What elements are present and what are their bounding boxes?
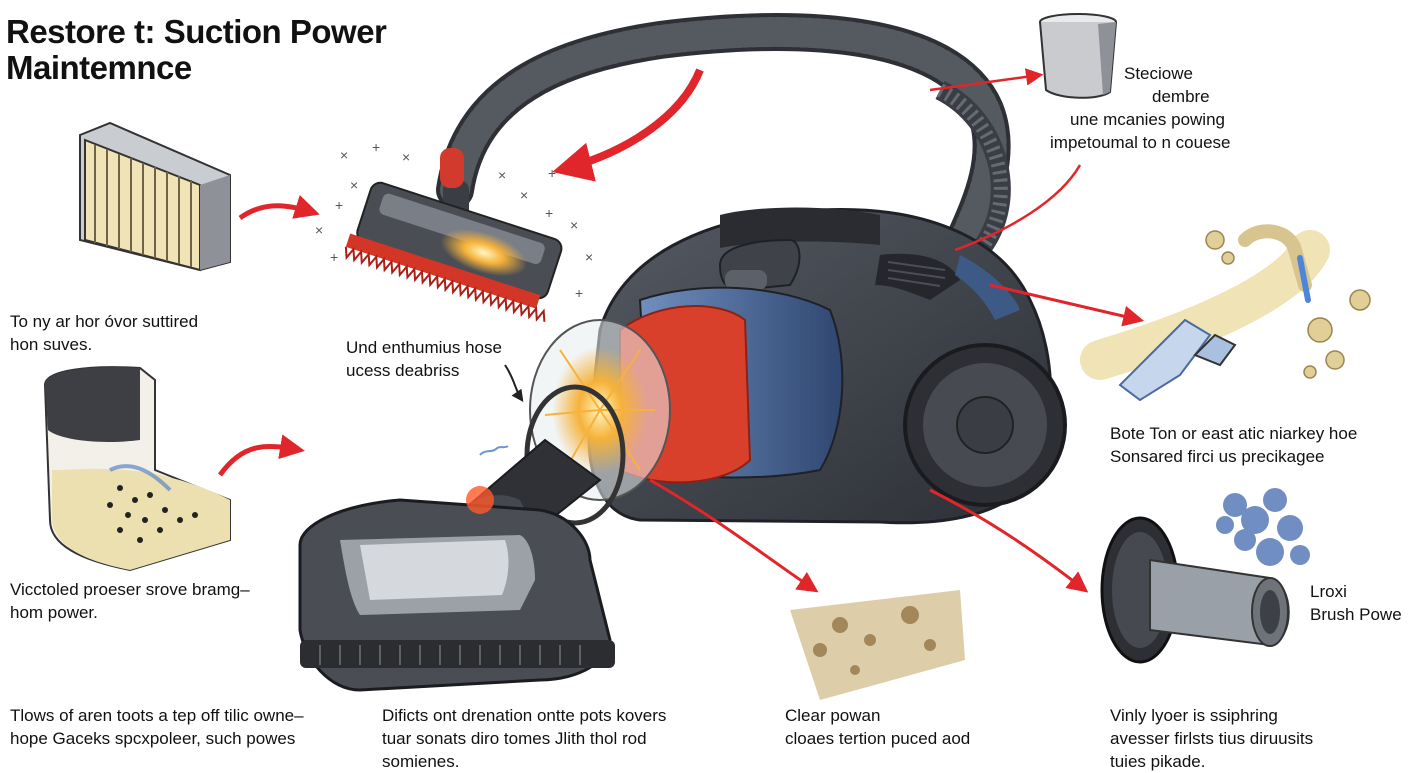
page-title: Restore t: Suction Power Maintemnce [6, 13, 387, 86]
caption-bottom-left-line-2: hope Gaceks spcxpoleer, such powes [10, 729, 296, 748]
svg-text:×: × [402, 149, 410, 165]
caption-hose-center-line-1: Und enthumius hose [346, 338, 502, 357]
svg-text:+: + [372, 139, 380, 155]
caption-top-right-line-4: impetoumal to n couese [1050, 133, 1231, 152]
dust-canister [43, 366, 231, 572]
caption-top-right-line-1: Steciowe [1124, 64, 1193, 83]
dust-patch [790, 590, 965, 700]
caption-right-brush: Lroxi Brush Powe [1310, 580, 1402, 626]
clogged-hose [1080, 224, 1371, 402]
svg-text:×: × [520, 187, 528, 203]
caption-left-canister: Vicctoled proeser srove bramg– hom power… [10, 578, 250, 624]
caption-top-right: Steciowe dembre une mcanies powing impet… [1050, 62, 1280, 154]
svg-text:+: + [330, 249, 338, 265]
title-line-2: Maintemnce [6, 49, 192, 86]
caption-right-hose-line-1: Bote Ton or east atic niarkey hoe [1110, 424, 1358, 443]
caption-left-filter: To ny ar hor óvor suttired hon suves. [10, 310, 198, 356]
caption-bottom-clear: Clear powan cloaes tertion puced aod [785, 704, 970, 750]
caption-right-brush-line-1: Lroxi [1310, 582, 1347, 601]
svg-text:×: × [585, 249, 593, 265]
svg-text:×: × [570, 217, 578, 233]
caption-top-right-line-2: dembre [1152, 87, 1210, 106]
caption-left-filter-line-1: To ny ar hor óvor suttired [10, 312, 199, 331]
hose [436, 13, 1011, 269]
caption-top-right-line-3: une mcanies powing [1070, 110, 1225, 129]
svg-text:+: + [575, 285, 583, 301]
svg-text:+: + [335, 197, 343, 213]
caption-bottom-left: Tlows of aren toots a tep off tilic owne… [10, 704, 304, 750]
cup-filter [1039, 13, 1117, 99]
caption-bottom-right-line-1: Vinly lyoer is ssiphring [1110, 706, 1278, 725]
caption-bottom-clear-line-1: Clear powan [785, 706, 881, 725]
title-line-1: Restore t: Suction Power [6, 13, 387, 50]
caption-left-canister-line-1: Vicctoled proeser srove bramg– [10, 580, 250, 599]
caption-hose-center: Und enthumius hose ucess deabriss [346, 336, 502, 382]
svg-text:×: × [498, 167, 506, 183]
caption-right-hose-line-2: Sonsared firci us precikagee [1110, 447, 1325, 466]
caption-right-brush-line-2: Brush Powe [1310, 605, 1402, 624]
caption-bottom-right-line-3: tuies pikade. [1110, 752, 1206, 771]
arrows [217, 68, 1145, 593]
caption-bottom-center-line-3: somienes. [382, 752, 460, 771]
svg-text:×: × [315, 222, 323, 238]
caption-left-filter-line-2: hon suves. [10, 335, 93, 354]
caption-left-canister-line-2: hom power. [10, 603, 98, 622]
upper-brush-head: ×+× +×× ×+× +×+ ×+ [315, 139, 593, 322]
caption-bottom-center-line-1: Dificts ont drenation ontte pots kovers [382, 706, 667, 725]
pleated-filter [79, 121, 231, 272]
caption-hose-center-line-2: ucess deabriss [346, 361, 460, 380]
svg-text:+: + [548, 165, 556, 181]
brush-roll [1100, 488, 1310, 664]
caption-bottom-center: Dificts ont drenation ontte pots kovers … [382, 704, 666, 773]
callout-arrow [504, 364, 524, 402]
caption-right-hose: Bote Ton or east atic niarkey hoe Sonsar… [1110, 422, 1357, 468]
caption-bottom-left-line-1: Tlows of aren toots a tep off tilic owne… [10, 706, 304, 725]
caption-bottom-right-line-2: avesser firlsts tius diruusits [1110, 729, 1314, 748]
caption-bottom-center-line-2: tuar sonats diro tomes Jlith thol rod [382, 729, 647, 748]
caption-bottom-right: Vinly lyoer is ssiphring avesser firlsts… [1110, 704, 1313, 773]
floor-nozzle [298, 438, 615, 692]
svg-text:+: + [545, 205, 553, 221]
caption-bottom-clear-line-2: cloaes tertion puced aod [785, 729, 971, 748]
svg-text:×: × [350, 177, 358, 193]
svg-text:×: × [340, 147, 348, 163]
